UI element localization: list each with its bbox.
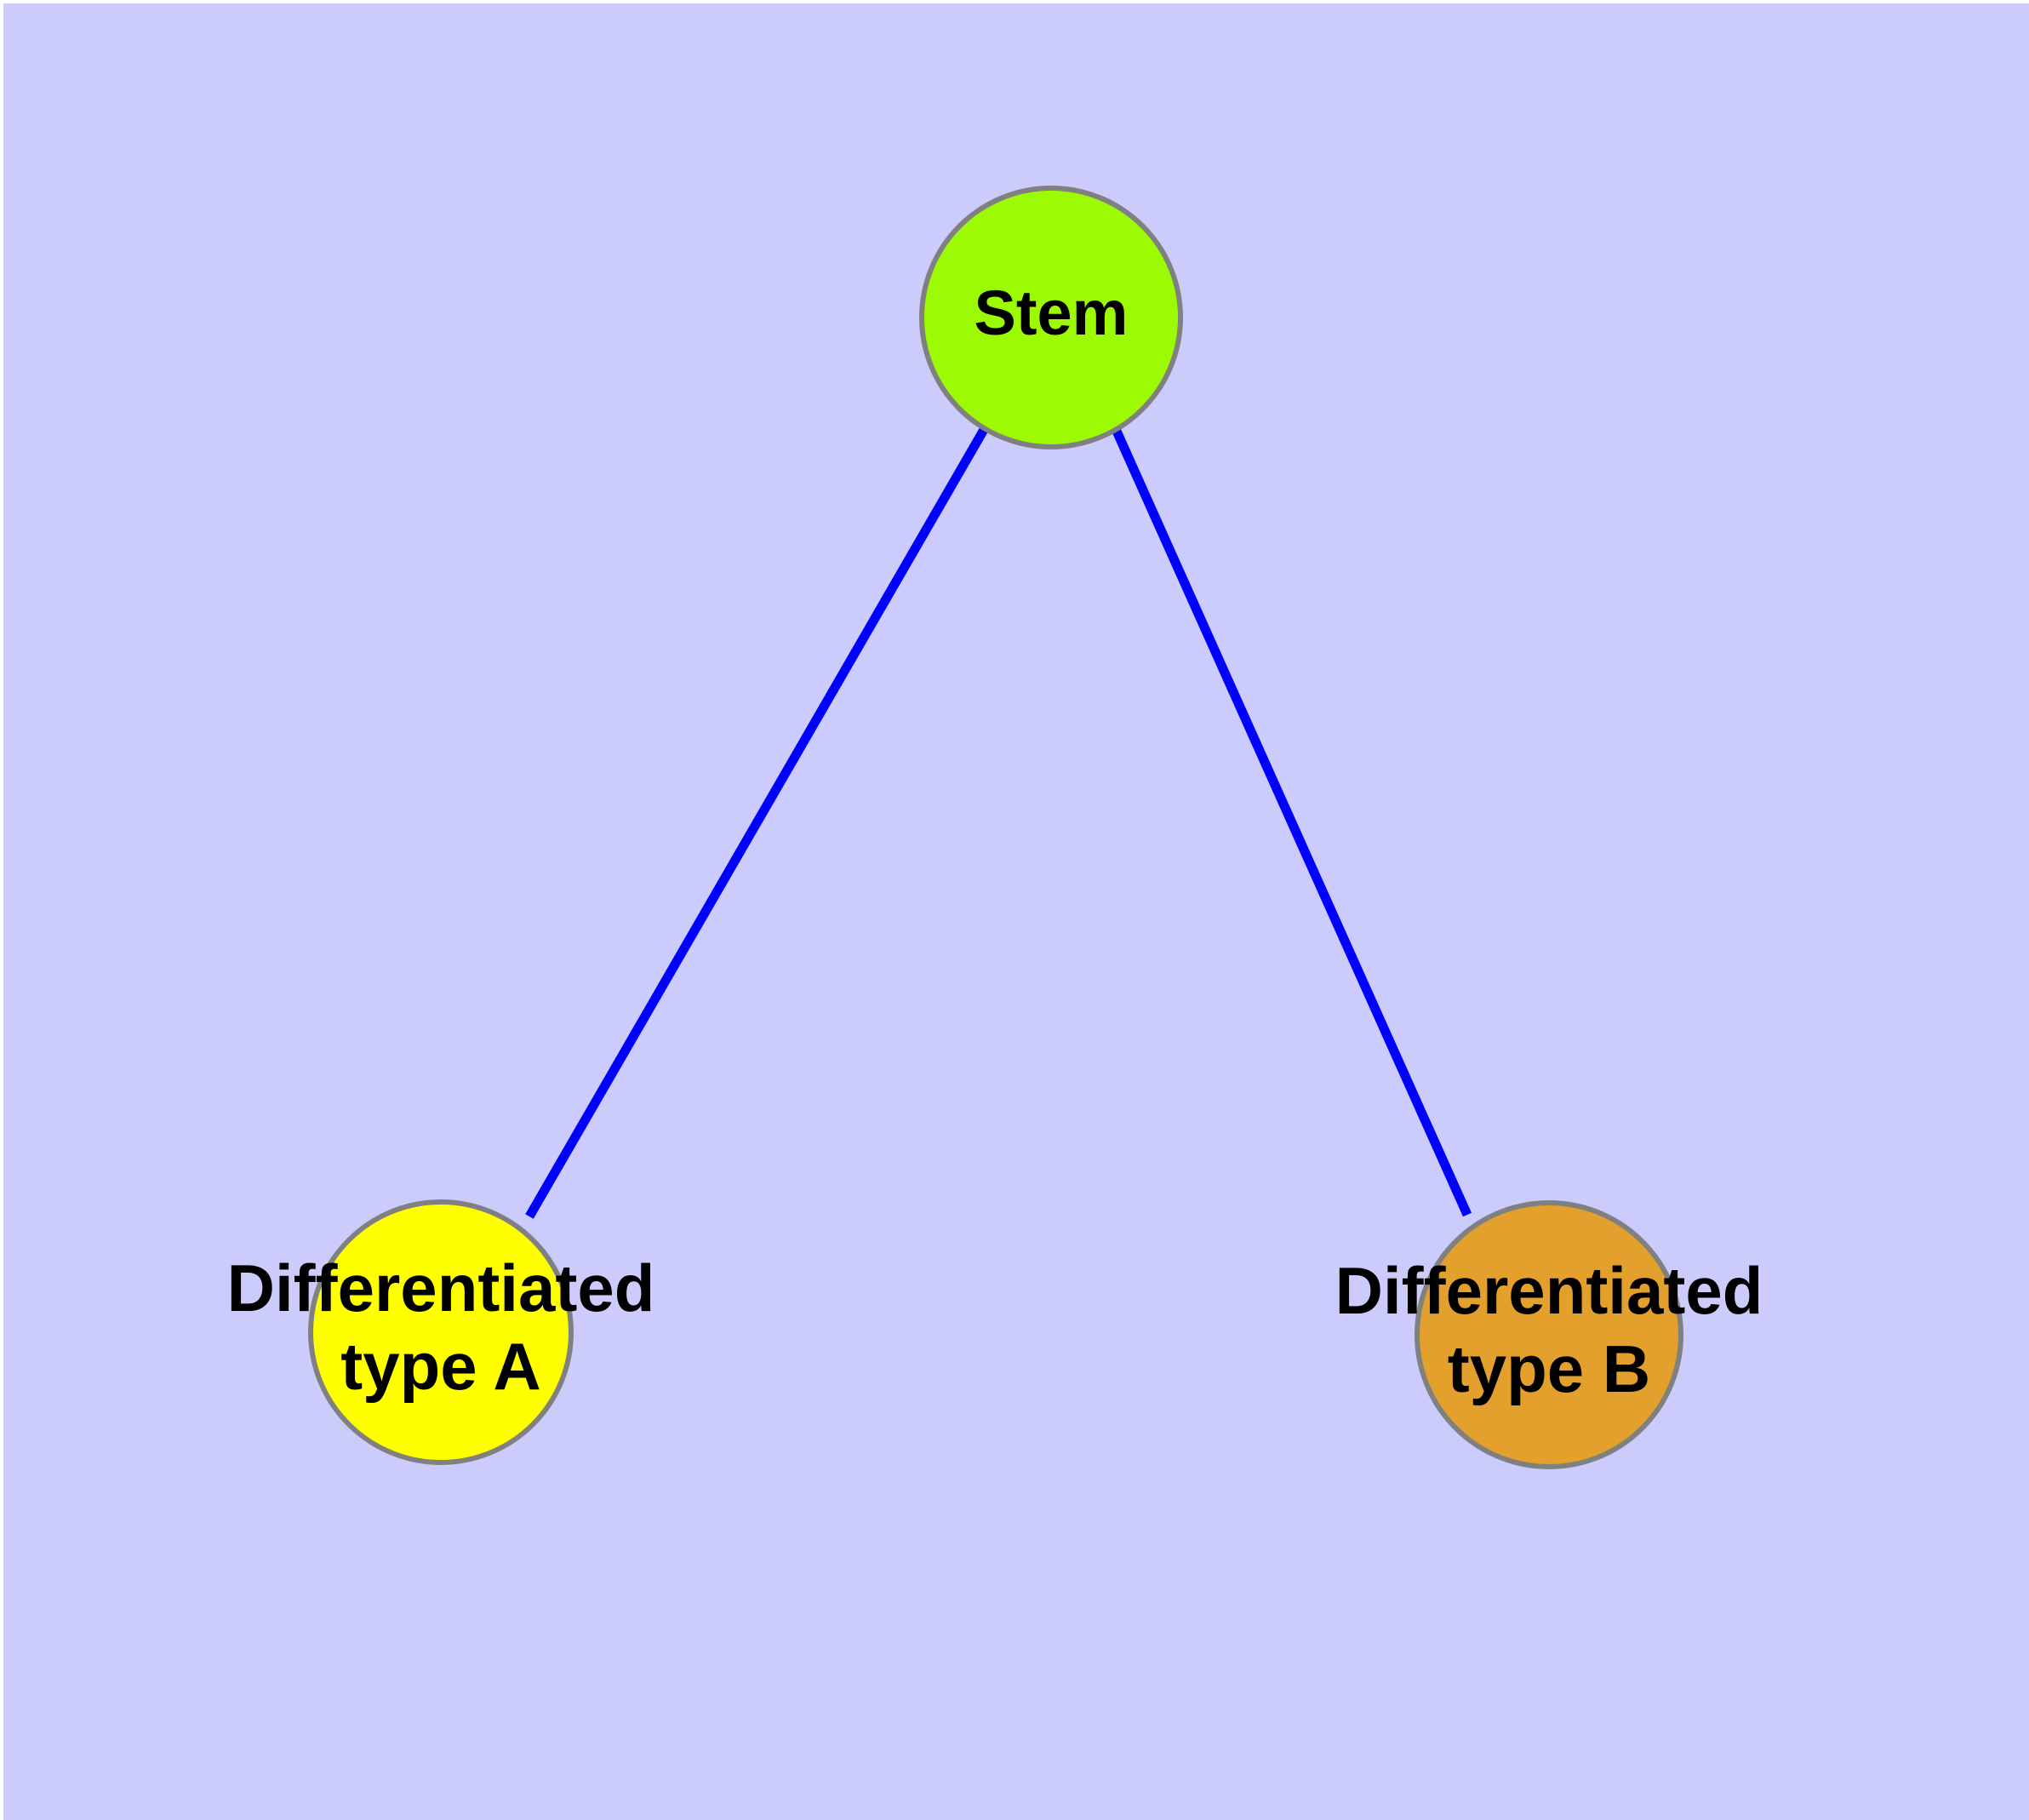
node-label-line: type B	[1448, 1331, 1650, 1406]
graph-edge-stem-diff_a[interactable]	[525, 426, 989, 1219]
nodes-layer	[308, 186, 1683, 1469]
node-label-line: type A	[340, 1329, 541, 1404]
graph-node-diff_a[interactable]	[308, 1199, 574, 1465]
graph-edge-stem-diff_b[interactable]	[1110, 425, 1472, 1217]
node-label-line: Differentiated	[1335, 1253, 1763, 1328]
node-label-line: Stem	[974, 278, 1129, 348]
graph-node-diff_b[interactable]	[1415, 1200, 1683, 1469]
node-label-stem: Stem	[974, 278, 1129, 348]
node-label-line: Differentiated	[227, 1251, 655, 1325]
edges-layer	[525, 425, 1472, 1219]
graph-node-stem[interactable]	[919, 186, 1183, 449]
